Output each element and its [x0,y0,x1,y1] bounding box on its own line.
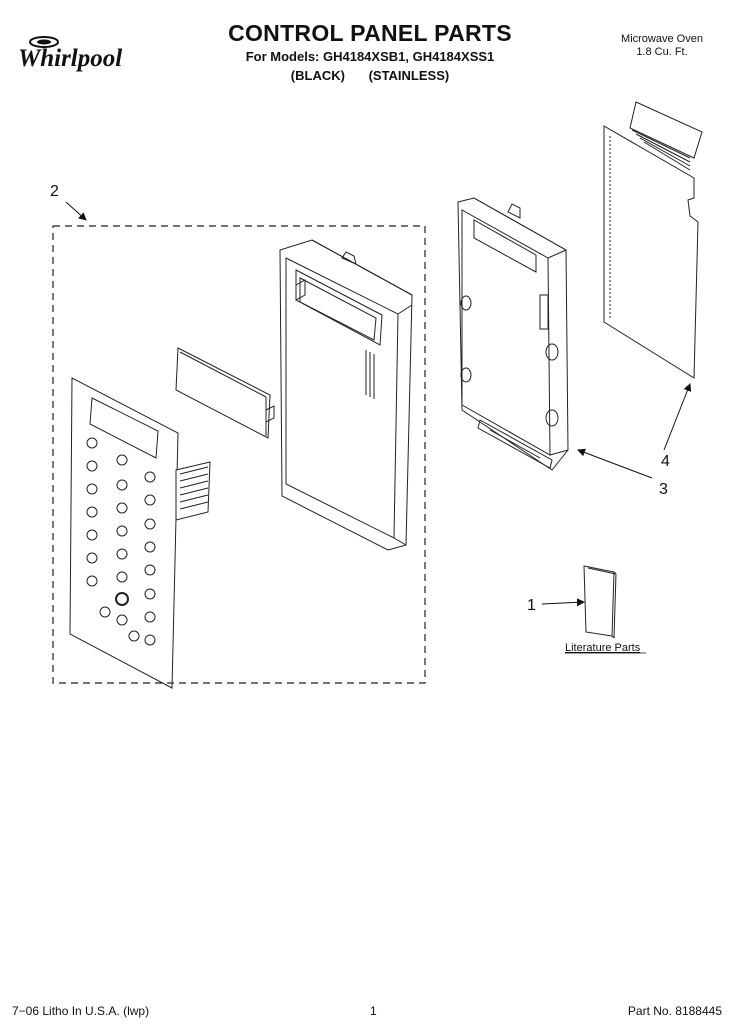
keypad-buttons [86,437,156,646]
keypad-membrane [69,377,211,689]
page-title: CONTROL PANEL PARTS [228,20,512,46]
whirlpool-swirl-icon [29,36,59,48]
callout-2: 2 [50,183,59,200]
part-number: Part No. 8188445 [627,1004,722,1018]
product-capacity: 1.8 Cu. Ft. [636,46,688,58]
callout-arrow-1 [541,598,585,607]
models-line: For Models: GH4184XSB1, GH4184XSS1 [245,49,495,64]
page-number: 1 [370,1004,377,1018]
control-housing [457,197,569,471]
callout-1: 1 [527,597,536,614]
footer-litho: 7−06 Litho In U.S.A. (lwp) [12,1004,150,1018]
product-type: Microwave Oven [621,33,703,45]
callout-3: 3 [659,481,668,498]
circuit-board [603,101,703,379]
callout-arrow-2 [65,201,87,221]
callout-arrow-4 [663,383,692,451]
variant-stainless: (STAINLESS) [368,68,450,83]
membrane-ribbon-cable [175,461,211,521]
product-info: Microwave Oven 1.8 Cu. Ft. [612,33,712,59]
variant-black: (BLACK) [290,68,345,83]
display-window-lens [175,347,275,439]
literature-booklet [583,565,617,639]
callout-4: 4 [661,453,670,470]
assembly-boundary [52,225,426,684]
whirlpool-logo: Whirlpool [10,30,150,80]
variants-line: (BLACK) (STAINLESS) [170,68,570,83]
control-panel-frame [279,239,413,551]
literature-parts-label: Literature Parts [565,642,641,654]
brand-name: Whirlpool [18,45,122,72]
callout-arrow-3 [577,448,653,479]
